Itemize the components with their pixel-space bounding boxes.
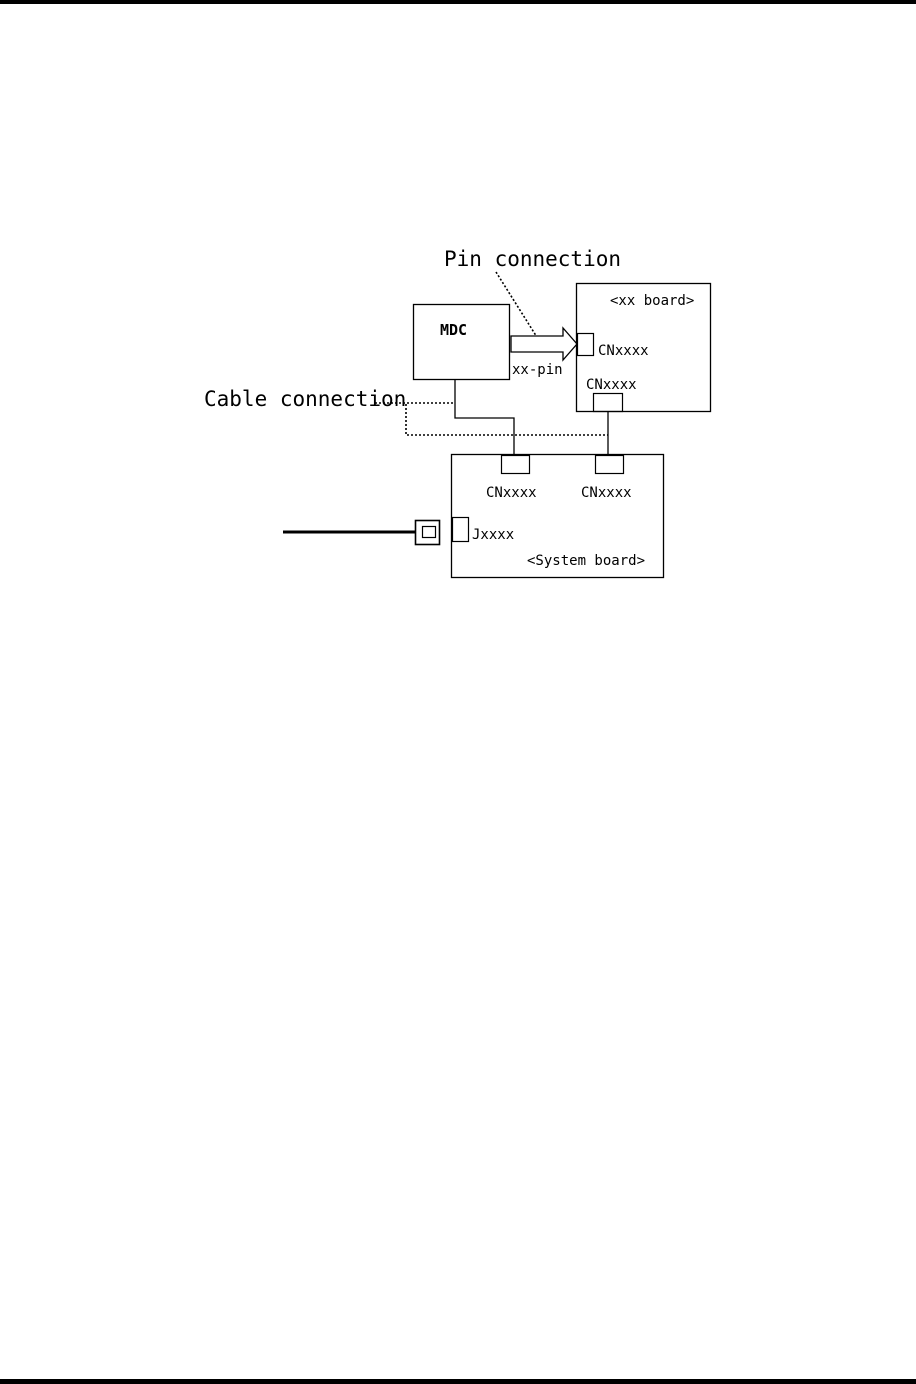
system-board-right-connector-label: CNxxxx [581, 485, 632, 501]
xx-board-bottom-connector-label: CNxxxx [586, 377, 637, 393]
system-board-left-connector-label: CNxxxx [486, 485, 537, 501]
jack-connector [451, 516, 470, 543]
top-rule [0, 0, 916, 4]
pin-connection-label: Pin connection [444, 247, 621, 271]
system-board-left-connector [500, 454, 531, 475]
jack-label: Jxxxx [472, 527, 514, 543]
xx-board-bottom-connector [592, 392, 624, 413]
external-plug-inner [421, 525, 437, 539]
xx-board-side-connector [576, 332, 595, 357]
xx-board-box [575, 282, 712, 413]
cable-mdc-to-system [454, 380, 515, 455]
system-board-right-connector [594, 454, 625, 475]
system-board-label: <System board> [527, 553, 645, 569]
bottom-rule [0, 1379, 916, 1384]
system-board-box [450, 453, 665, 579]
xx-board-label: <xx board> [610, 293, 694, 309]
xx-pin-label: xx-pin [512, 362, 563, 378]
cable-leader-bottom [405, 404, 608, 436]
xx-board-side-connector-label: CNxxxx [598, 343, 649, 359]
mdc-label: MDC [440, 321, 467, 339]
pin-connection-leader [495, 271, 541, 343]
cable-connection-label: Cable connection [204, 387, 406, 411]
mdc-box [412, 303, 511, 381]
pin-arrow [510, 326, 578, 362]
